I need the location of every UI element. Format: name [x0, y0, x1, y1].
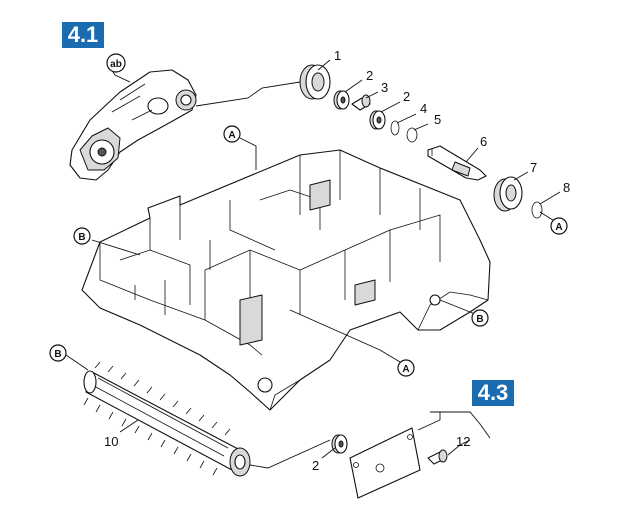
section-tag-label: 4.3 [478, 380, 509, 405]
circlip-part-5 [406, 127, 418, 143]
screw-part-12 [427, 449, 448, 465]
reference-marker-b-right: B [471, 309, 489, 327]
bearing-part-2b [369, 110, 386, 130]
callout-10: 10 [104, 434, 118, 449]
seal-ring-part-1 [299, 64, 331, 100]
svg-text:B: B [476, 314, 483, 325]
leader-lines [65, 59, 561, 469]
reference-marker-a-mid: A [397, 359, 415, 377]
callout-7: 7 [530, 160, 537, 175]
bearing-part-2c [331, 434, 348, 454]
svg-text:A: A [555, 222, 562, 233]
reference-marker-b-left: B [73, 227, 91, 245]
svg-text:A: A [402, 364, 409, 375]
section-tag-label: 4.1 [68, 22, 99, 47]
housing-frame-part [81, 149, 491, 411]
reference-marker-a-right: A [550, 217, 568, 235]
circlip-part-8 [531, 201, 543, 219]
section-tag-4-3[interactable]: 4.3 [472, 380, 514, 406]
reference-marker-a-top: A [223, 125, 241, 143]
callout-1: 1 [334, 48, 341, 63]
callout-4: 4 [420, 101, 427, 116]
svg-text:A: A [228, 130, 235, 141]
part-callouts: 1 2 3 2 4 5 6 7 8 10 2 12 [104, 48, 570, 473]
svg-text:ab: ab [110, 59, 122, 70]
callout-5: 5 [434, 112, 441, 127]
side-cover-part [69, 69, 197, 181]
bearing-part-2a [333, 90, 350, 110]
cover-plate-part [349, 427, 421, 499]
callout-3: 3 [381, 80, 388, 95]
callout-2c: 2 [312, 458, 319, 473]
bushing-part-3 [351, 94, 371, 111]
callout-6: 6 [480, 134, 487, 149]
svg-text:B: B [78, 232, 85, 243]
brush-roller-part-10 [83, 361, 251, 477]
circlip-part-4 [390, 120, 400, 136]
seal-ring-part-7 [493, 176, 523, 212]
reference-marker-b-brush: B [49, 344, 67, 362]
reference-marker-ab: ab [106, 53, 126, 73]
callout-12: 12 [456, 434, 470, 449]
callout-2b: 2 [403, 89, 410, 104]
section-tag-4-1[interactable]: 4.1 [62, 22, 104, 48]
callout-2a: 2 [366, 68, 373, 83]
svg-text:B: B [54, 349, 61, 360]
shaft-part-6 [427, 145, 487, 181]
callout-8: 8 [563, 180, 570, 195]
